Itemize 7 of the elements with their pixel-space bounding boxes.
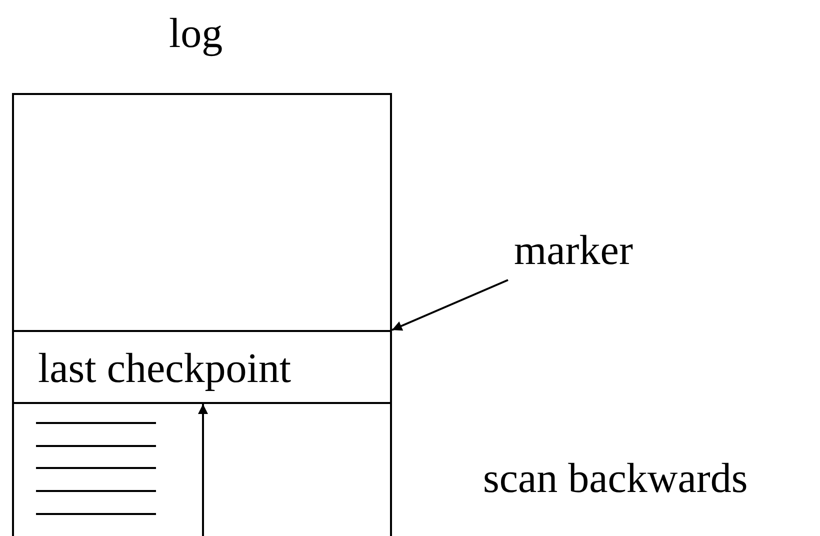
checkpoint-band [12,330,392,404]
arrow [392,279,508,331]
marker-label: marker [514,230,633,272]
checkpoint-label: last checkpoint [38,348,292,390]
scan-backwards-label: scan backwards [483,458,748,500]
log-title: log [169,13,223,55]
arrow [198,404,208,536]
